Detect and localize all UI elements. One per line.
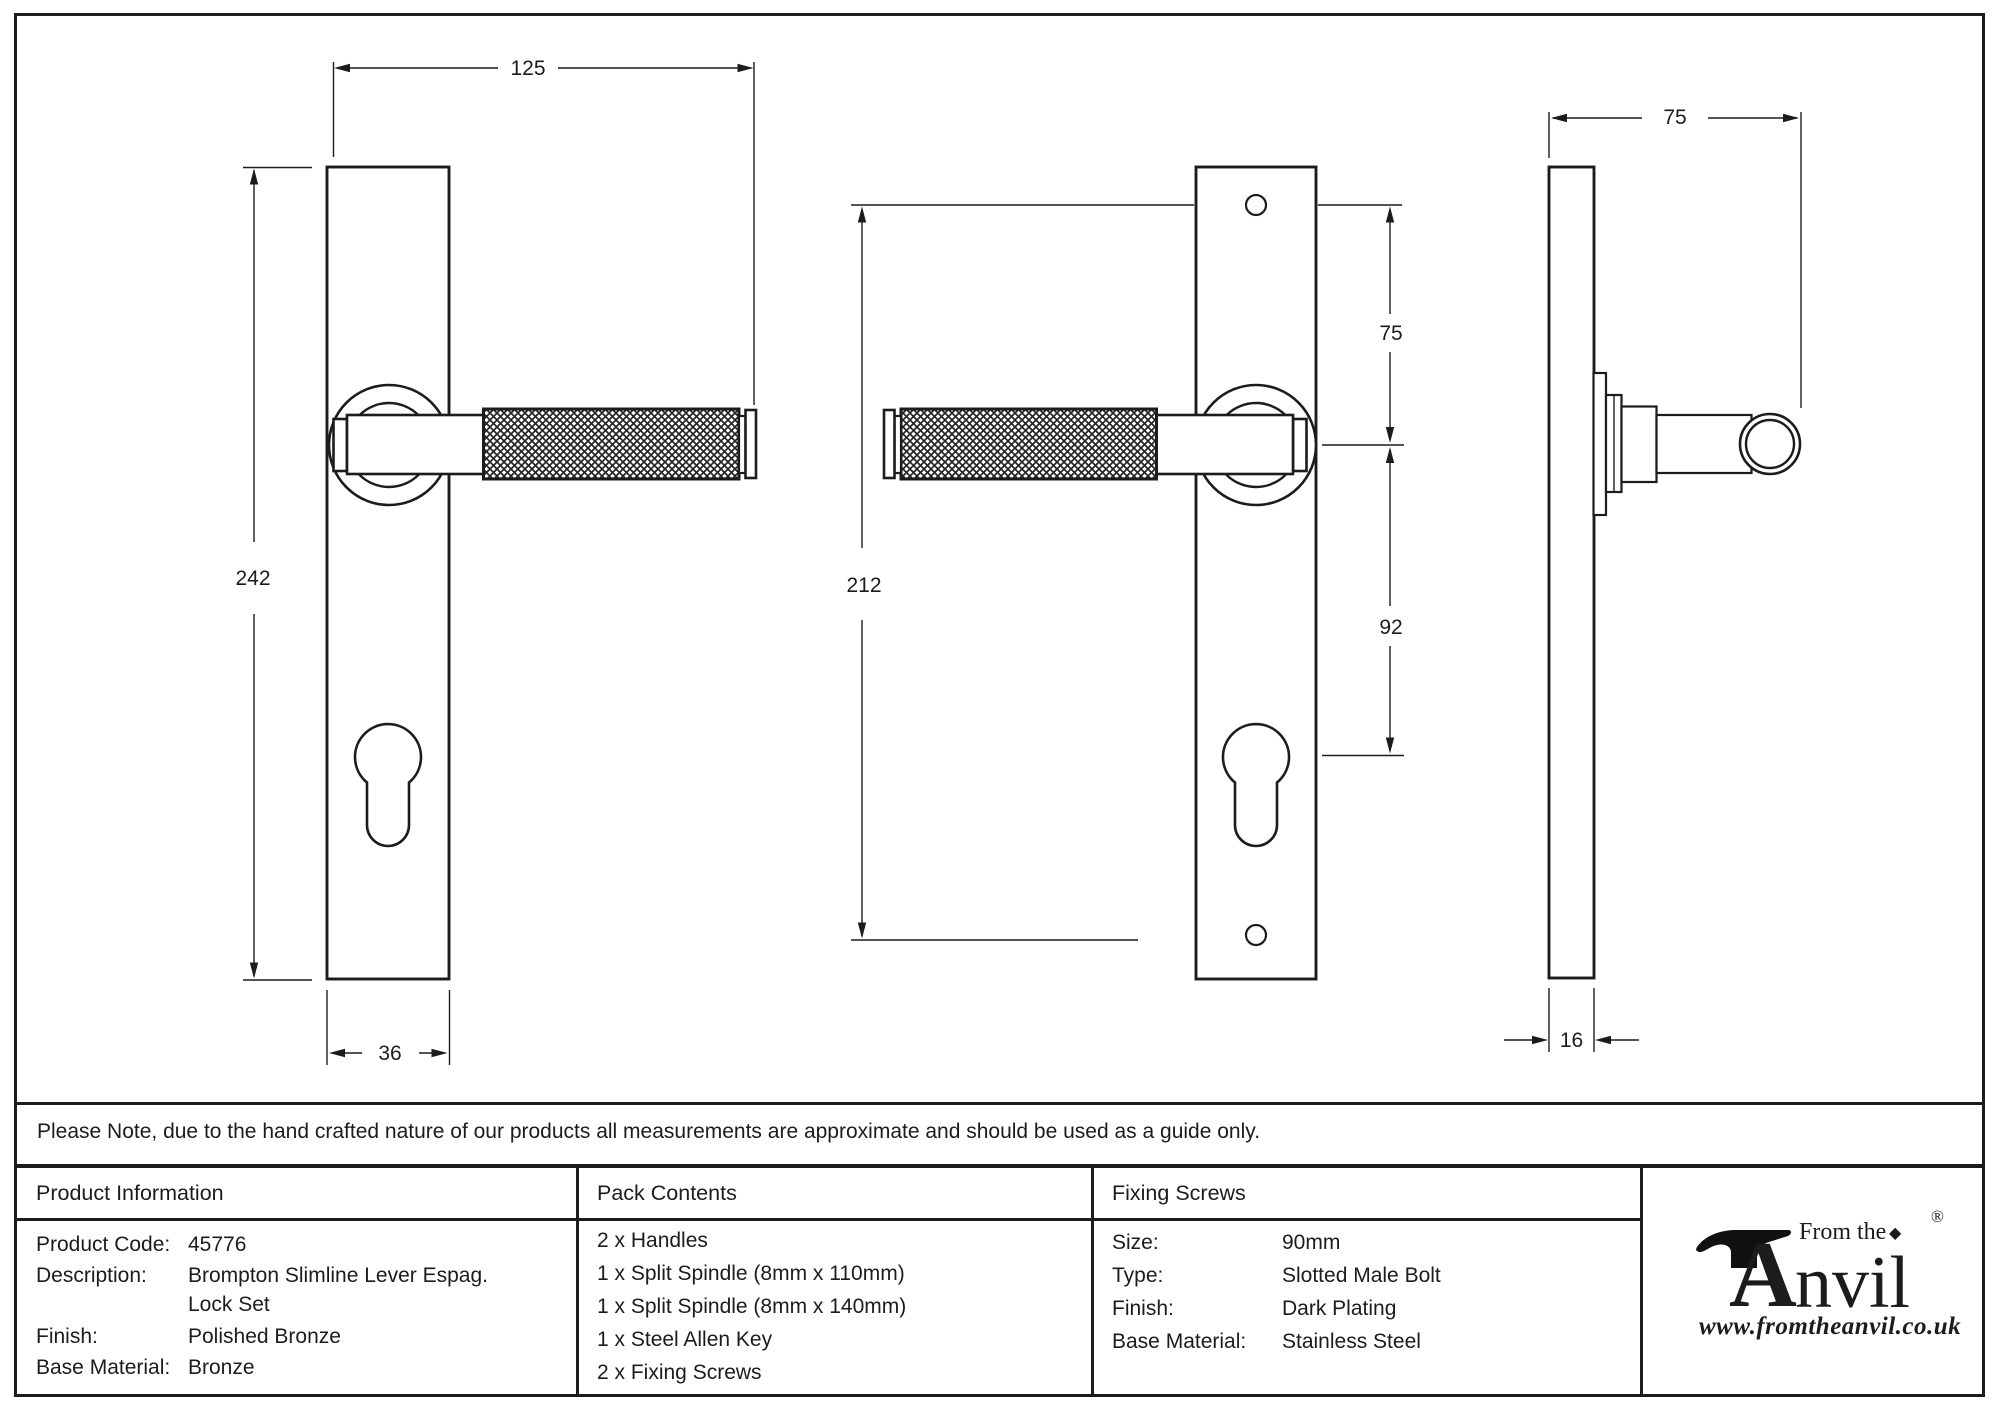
note-row-bottom-border [14, 1164, 1985, 1168]
lever-knurled-grip [899, 407, 1158, 481]
euro-cylinder-cutout [1221, 722, 1291, 848]
row-value: Slotted Male Bolt [1282, 1264, 1441, 1287]
column-divider-3 [1640, 1167, 1643, 1394]
dim-label-242: 242 [235, 567, 270, 590]
row-value: 45776 [188, 1233, 247, 1256]
dimension-lever-to-cylinder-92: 92 [1322, 447, 1404, 757]
backplate [325, 165, 451, 981]
lever-neck [345, 413, 485, 476]
dim-label-75-side: 75 [1663, 106, 1686, 129]
row-value: Stainless Steel [1282, 1330, 1421, 1353]
grip-end-outer [1738, 412, 1802, 476]
rose-step-1 [1592, 371, 1608, 517]
lever-boss [1620, 405, 1658, 484]
row-value: Dark Plating [1282, 1297, 1397, 1320]
brand-name: nvil [1795, 1242, 1911, 1324]
brand-prefix: From the [1799, 1219, 1887, 1245]
row-label: Finish: [1112, 1297, 1174, 1320]
screw-hole-bottom [1244, 923, 1268, 947]
row-label: Base Material: [36, 1356, 171, 1379]
lever-collar [1291, 417, 1308, 473]
list-item: 1 x Split Spindle (8mm x 110mm) [597, 1262, 905, 1285]
list-item: 1 x Steel Allen Key [597, 1328, 773, 1351]
view-side-profile: 75 16 [1504, 106, 1802, 1052]
backplate [1194, 165, 1318, 981]
row-label: Description: [36, 1264, 147, 1287]
dimension-plate-width-36: 36 [326, 990, 451, 1065]
brand-initial: A [1729, 1223, 1797, 1327]
row-label: Base Material: [1112, 1330, 1247, 1353]
anvil-icon [1696, 1230, 1791, 1268]
note-row-top-border [14, 1102, 1985, 1105]
column-divider-1 [576, 1167, 579, 1394]
row-label: Size: [1112, 1231, 1159, 1254]
row-value: Lock Set [188, 1293, 270, 1316]
dim-label-16: 16 [1560, 1029, 1583, 1052]
dimension-screw-centres-212: 212 [846, 204, 1194, 941]
dim-label-92: 92 [1379, 616, 1402, 639]
dimension-width-125: 125 [332, 57, 755, 405]
row-value: Bronze [188, 1356, 255, 1379]
column-divider-2 [1091, 1167, 1094, 1394]
list-item: 1 x Split Spindle (8mm x 140mm) [597, 1295, 907, 1318]
view-front-interior: 212 75 92 [846, 165, 1404, 981]
lever-collar [332, 417, 349, 473]
euro-cylinder-cutout [353, 722, 423, 848]
dimension-thickness-16: 16 [1504, 988, 1639, 1052]
section-title: Pack Contents [597, 1181, 737, 1205]
lever-end-cap [882, 408, 896, 480]
page-border [14, 13, 1985, 1397]
list-item: 2 x Fixing Screws [597, 1361, 762, 1384]
section-title: Product Information [36, 1181, 224, 1205]
row-label: Product Code: [36, 1233, 171, 1256]
dimension-top-screw-to-lever-75: 75 [1318, 204, 1404, 446]
registered-trademark: ® [1931, 1207, 1944, 1226]
dim-label-125: 125 [510, 57, 545, 80]
dimension-projection-75: 75 [1548, 106, 1802, 408]
dim-label-36: 36 [378, 1042, 401, 1065]
backplate-edge [1547, 165, 1596, 980]
row-value: 90mm [1282, 1231, 1341, 1254]
dimension-height-242: 242 [235, 166, 312, 981]
grip-end-inner [1744, 418, 1796, 470]
disclaimer-note: Please Note, due to the hand crafted nat… [37, 1120, 1261, 1143]
diamond-icon: ◆ [1889, 1225, 1902, 1242]
screw-hole-top [1244, 193, 1268, 217]
brand-logo: A nvil From the ◆ ® www.fromtheanvil.co.… [1643, 1168, 1985, 1397]
view-front-exterior: 125 242 36 [235, 57, 758, 1065]
row-label: Type: [1112, 1264, 1164, 1287]
dim-label-212: 212 [846, 574, 881, 597]
lever-shaft [1655, 413, 1753, 475]
row-value: Polished Bronze [188, 1325, 341, 1348]
brand-website: www.fromtheanvil.co.uk [1699, 1313, 1962, 1340]
lever-end-cap [744, 408, 758, 480]
dim-label-75-mid: 75 [1379, 322, 1402, 345]
list-item: 2 x Handles [597, 1229, 708, 1252]
header-row-underline [14, 1218, 1643, 1221]
row-value: Brompton Slimline Lever Espag. [188, 1264, 488, 1287]
section-title: Fixing Screws [1112, 1181, 1246, 1205]
lever-knurled-grip [482, 407, 741, 481]
lever-neck [1155, 413, 1295, 476]
row-label: Finish: [36, 1325, 98, 1348]
